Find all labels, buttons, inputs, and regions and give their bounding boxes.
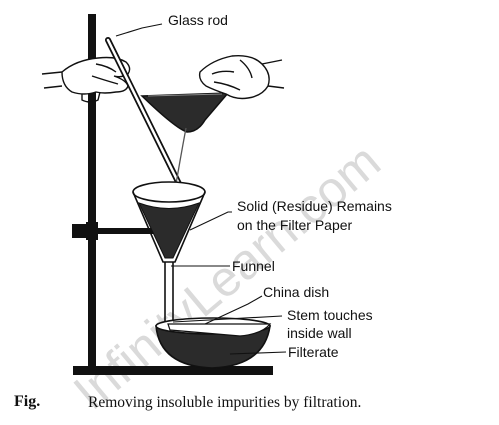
residue [138,202,200,259]
stand-rod [88,14,96,372]
clamp-arm [80,228,156,234]
leader-lines [115,23,287,355]
pouring-vessel [140,92,230,133]
label-filtrate: Filterate [288,344,339,360]
retort-stand [72,14,273,375]
label-stem-line1: Stem touches [287,307,373,323]
stand-base [73,366,273,375]
label-funnel: Funnel [232,258,275,274]
china-dish [155,317,272,369]
figure-caption: Removing insoluble impurities by filtrat… [88,394,362,411]
watermark: InfinityLearn.com [63,133,391,421]
right-hand [198,54,285,100]
label-residue-line2: on the Filter Paper [237,217,353,233]
figure-tag: Fig. [14,393,41,410]
left-hand [41,56,131,103]
funnel-stem [164,262,174,322]
funnel [132,181,206,322]
label-residue-line1: Solid (Residue) Remains [237,198,392,214]
label-stem-line2: inside wall [287,325,352,341]
clamp-screw [72,224,88,238]
clamp-boss [86,222,98,240]
label-china-dish: China dish [263,284,329,300]
label-glass-rod: Glass rod [168,12,228,28]
